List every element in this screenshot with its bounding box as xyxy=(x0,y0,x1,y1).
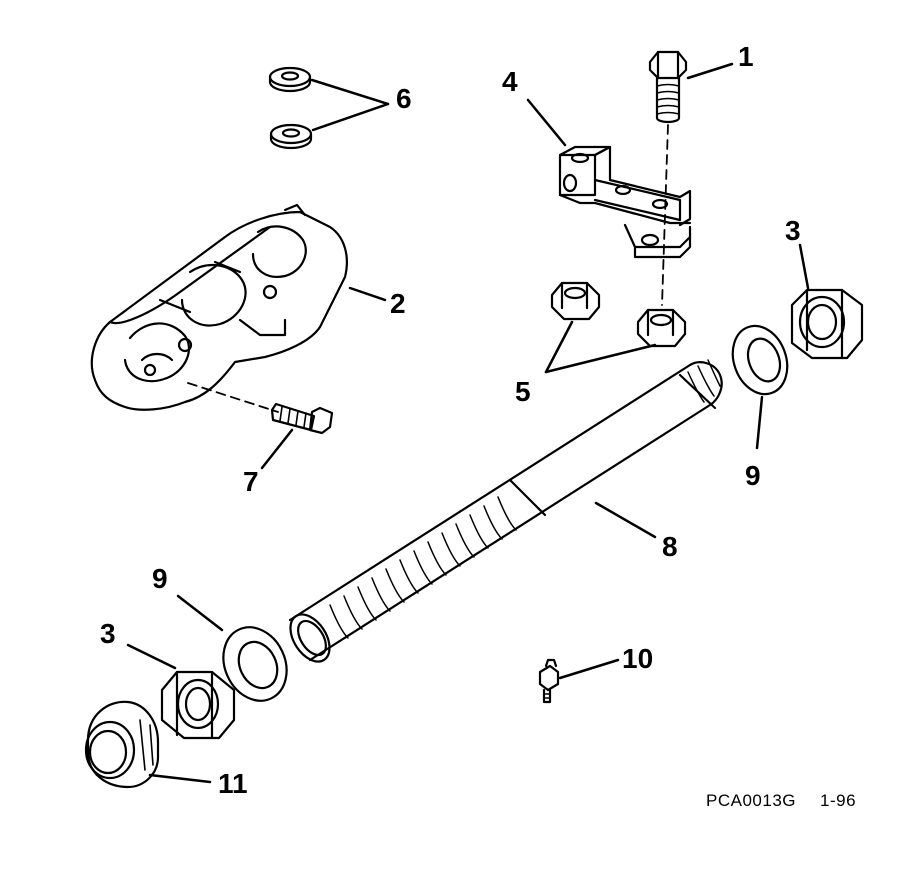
document-id: PCA0013G xyxy=(706,791,796,810)
nut-part-3-right xyxy=(790,288,864,360)
screw-part-7 xyxy=(270,402,334,435)
bolt-part-1 xyxy=(648,50,688,124)
leader-line-10 xyxy=(558,658,620,680)
washer-part-6-lower xyxy=(269,123,313,150)
callout-3-right: 3 xyxy=(785,215,801,246)
nut-part-5-left xyxy=(550,281,601,321)
callout-1: 1 xyxy=(738,41,754,72)
leader-line-3-left xyxy=(126,643,177,670)
callout-8: 8 xyxy=(662,531,678,562)
callout-9-left: 9 xyxy=(152,563,168,594)
tube-part-8 xyxy=(288,359,723,663)
cap-part-11 xyxy=(84,700,160,789)
leader-line-8 xyxy=(594,501,657,539)
leader-lines-6 xyxy=(310,78,390,132)
nut-part-5-right xyxy=(636,308,687,348)
leader-line-1 xyxy=(686,62,734,80)
dashed-axis-7 xyxy=(187,382,279,413)
callout-11: 11 xyxy=(218,768,248,799)
date-code: 1-96 xyxy=(820,791,857,810)
callout-4: 4 xyxy=(502,66,518,97)
tube-threads xyxy=(329,359,721,639)
washer-part-9-right xyxy=(731,324,789,396)
dashed-axis-1 xyxy=(661,124,669,306)
callout-6: 6 xyxy=(396,83,412,114)
callout-5: 5 xyxy=(515,376,531,407)
leader-line-9-right xyxy=(755,395,764,450)
leader-lines-5 xyxy=(544,320,657,374)
leader-line-2 xyxy=(348,286,387,302)
nut-part-3-left xyxy=(160,670,236,740)
leader-line-9-left xyxy=(176,594,224,632)
leader-line-11 xyxy=(148,773,212,784)
callout-3-left: 3 xyxy=(100,618,116,649)
callout-7: 7 xyxy=(243,466,259,497)
grease-fitting-part-10 xyxy=(538,658,560,704)
leader-line-3-right xyxy=(798,243,810,290)
washer-part-6-upper xyxy=(268,66,312,93)
callout-10: 10 xyxy=(622,643,654,674)
washer-part-9-left xyxy=(222,626,288,702)
housing-part-2 xyxy=(90,203,348,411)
bracket-part-4 xyxy=(558,145,692,259)
leader-line-4 xyxy=(526,98,567,147)
callout-2: 2 xyxy=(390,288,406,319)
callout-9-right: 9 xyxy=(745,460,761,491)
leader-line-7 xyxy=(260,428,294,470)
